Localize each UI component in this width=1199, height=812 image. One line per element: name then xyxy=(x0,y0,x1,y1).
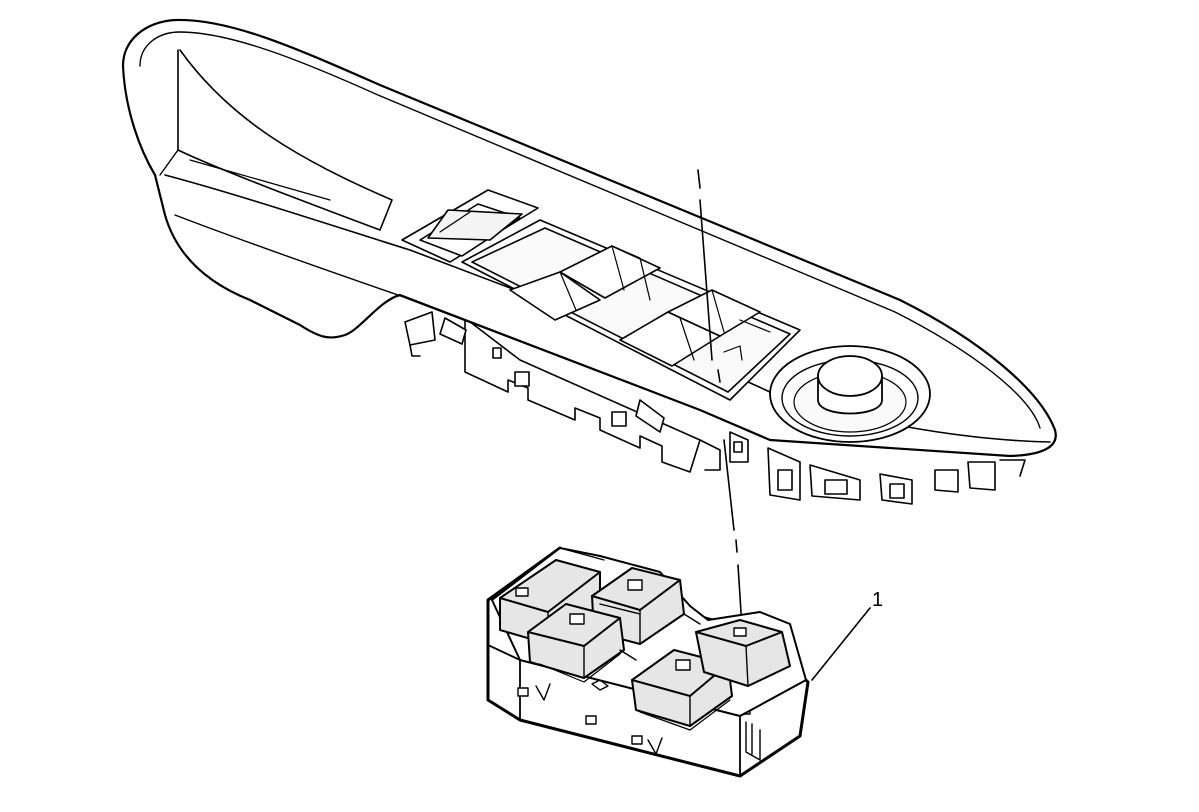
callout-1-label: 1 xyxy=(872,589,883,611)
mirror-control-knob xyxy=(769,345,931,443)
callout-1-leader xyxy=(811,607,871,681)
window-switch-assembly xyxy=(486,546,810,778)
door-lock-switch-bezel xyxy=(401,189,539,263)
window-switch-driver-front xyxy=(695,619,791,687)
explode-centerline xyxy=(697,169,743,629)
door-armrest-trim-panel xyxy=(121,18,1057,505)
panel-inner-rim xyxy=(139,31,1041,429)
callout-1: 1 xyxy=(811,589,883,681)
panel-outer-shell xyxy=(121,18,1057,458)
window-switch-front-left xyxy=(527,603,625,683)
window-switch-bay xyxy=(461,219,801,401)
